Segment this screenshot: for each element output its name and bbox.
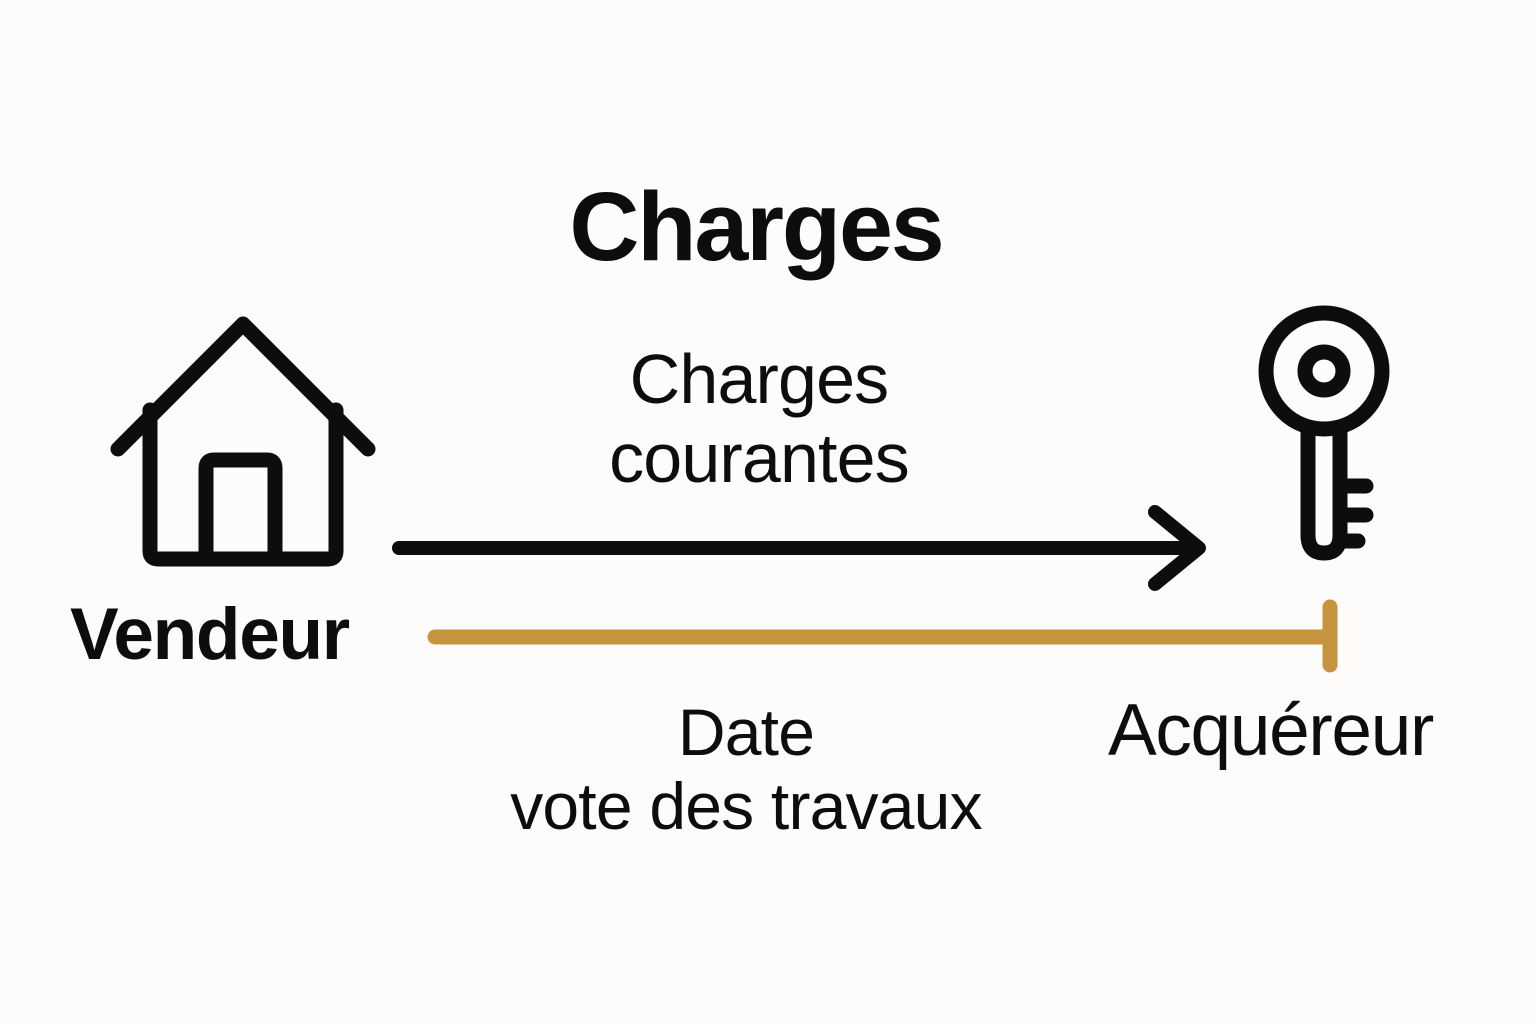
accent-caption-line-1: Date: [677, 695, 815, 769]
flow-arrow-head: [1148, 505, 1206, 591]
arrow-caption-charges-courantes: Charges courantes: [0, 340, 1527, 498]
label-vendeur: Vendeur: [70, 594, 350, 675]
accent-caption-line-2: vote des travaux: [510, 768, 982, 843]
label-acquereur: Acquéreur: [1108, 690, 1434, 771]
accent-line-caption-date-vote: Date vote des travaux: [0, 695, 1514, 844]
page-title: Charges: [569, 172, 944, 281]
arrow-caption-line-2: courantes: [609, 419, 910, 498]
flow-arrow: [392, 505, 1206, 591]
arrow-caption-line-1: Charges: [629, 340, 890, 418]
accent-line: [427, 599, 1338, 673]
